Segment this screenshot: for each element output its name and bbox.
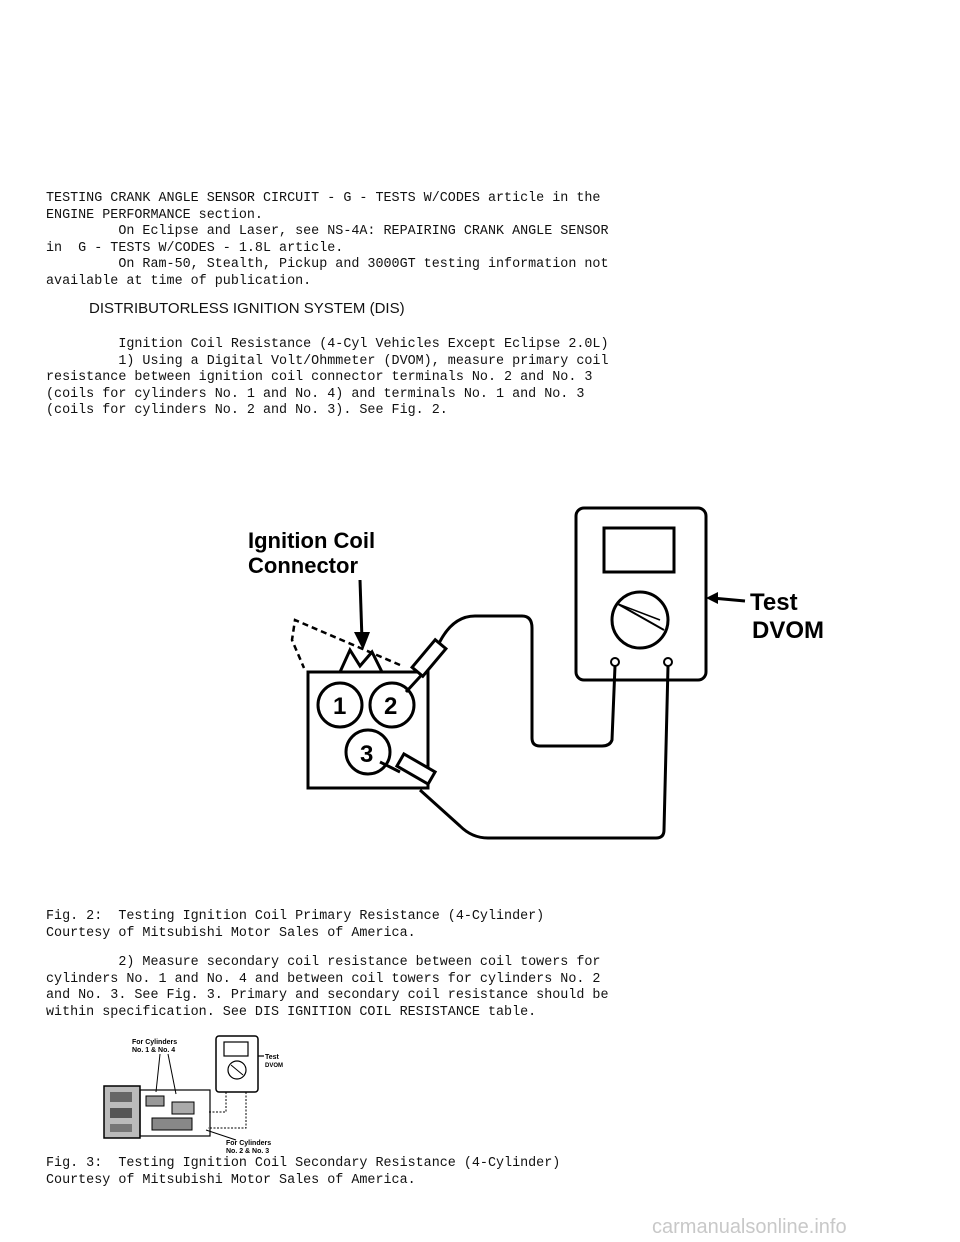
cyl23-label-line2: No. 2 & No. 3 [226,1148,269,1155]
fig2-caption-line: Fig. 2: Testing Ignition Coil Primary Re… [46,909,545,924]
step1-line: 1) Using a Digital Volt/Ohmmeter (DVOM),… [46,353,609,369]
dvom-label: DVOM [752,617,824,644]
step2-line: 2) Measure secondary coil resistance bet… [46,955,601,970]
step2-line: and No. 3. See Fig. 3. Primary and secon… [46,988,609,1004]
intro-line: On Ram-50, Stealth, Pickup and 3000GT te… [46,257,609,273]
intro-line: On Eclipse and Laser, see NS-4A: REPAIRI… [46,224,609,240]
fig3-caption-line: Fig. 3: Testing Ignition Coil Secondary … [46,1156,561,1171]
step1-line: resistance between ignition coil connect… [46,370,593,386]
step1-line: Ignition Coil Resistance (4-Cyl Vehicles… [46,337,609,352]
connector-arrow-head [354,632,370,650]
dvom-jack-left [610,657,620,667]
fig3-dvom-label: DVOM [265,1063,283,1069]
intro-line: TESTING CRANK ANGLE SENSOR CIRCUIT - G -… [46,191,601,206]
cyl14-label-line1: For Cylinders [132,1039,177,1046]
step1-line: (coils for cylinders No. 2 and No. 3). S… [46,403,448,419]
cyl23-label-line1: For Cylinders [226,1140,271,1147]
step2-paragraph: 2) Measure secondary coil resistance bet… [46,955,609,1021]
terminal-3-label: 3 [360,741,373,768]
fig3-caption-line: Courtesy of Mitsubishi Motor Sales of Am… [46,1172,416,1188]
step1-line: (coils for cylinders No. 1 and No. 4) an… [46,386,585,402]
dvom-jack-right [663,657,673,667]
intro-line: available at time of publication. [46,273,312,289]
dvom-dial [610,590,670,650]
terminal-3 [344,728,392,776]
connector-outline-dashed [290,618,401,669]
section-heading: DISTRIBUTORLESS IGNITION SYSTEM (DIS) [89,300,405,317]
probe-lower [379,751,438,787]
fig3-test-label: Test [265,1054,280,1061]
connector-arrow [358,579,364,641]
terminal-1 [316,681,364,729]
watermark: carmanualsonline.info [652,1216,847,1238]
cyl14-label-line2: No. 1 & No. 4 [132,1047,175,1054]
step2-line: within specification. See DIS IGNITION C… [46,1004,537,1020]
test-lead-positive [434,614,617,748]
figure-3-diagram: For Cylinders No. 1 & No. 4 Test DVOM Fo… [103,1035,283,1155]
step1-paragraph: Ignition Coil Resistance (4-Cyl Vehicles… [46,337,609,420]
fig3-coil-assembly [103,1085,211,1139]
dvom-meter [574,506,708,682]
terminal-1-label: 1 [333,693,346,720]
intro-line: in G - TESTS W/CODES - 1.8L article. [46,240,344,256]
test-lead-negative [418,665,670,840]
connector-label-line2: Connector [248,553,358,578]
test-label: Test [750,589,798,616]
terminal-2 [368,681,416,729]
ignition-coil-connector-label: Ignition Coil Connector [248,528,375,578]
dvom-display [602,526,676,574]
step2-line: cylinders No. 1 and No. 4 and between co… [46,971,601,987]
figure-2-caption: Fig. 2: Testing Ignition Coil Primary Re… [46,909,544,942]
connector-label-line1: Ignition Coil [248,528,375,553]
figure-2-diagram: Ignition Coil Connector Test DVOM 1 2 3 [248,506,824,840]
terminal-2-label: 2 [384,693,397,720]
fig2-caption-line: Courtesy of Mitsubishi Motor Sales of Am… [46,925,416,941]
figure-3-caption: Fig. 3: Testing Ignition Coil Secondary … [46,1156,560,1189]
intro-line: ENGINE PERFORMANCE section. [46,207,263,223]
probe-upper [404,637,449,694]
intro-paragraph: TESTING CRANK ANGLE SENSOR CIRCUIT - G -… [46,191,609,291]
